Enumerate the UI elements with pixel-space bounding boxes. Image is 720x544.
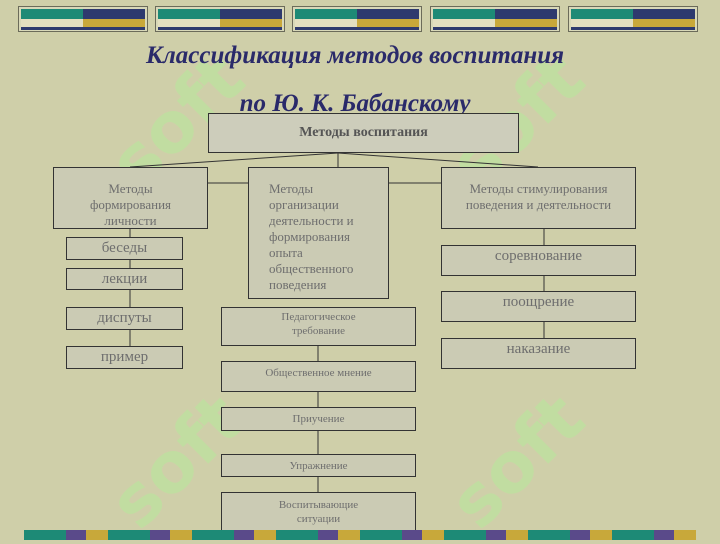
item-pedagogical-requirement: Педагогическое требование xyxy=(221,307,416,346)
stripe-decoration xyxy=(612,530,696,540)
item-encouragement: поощрение xyxy=(441,291,636,322)
stripe-decoration xyxy=(360,530,444,540)
item-debates: диспуты xyxy=(66,307,183,330)
stripe-decoration xyxy=(292,6,422,32)
branch-stimulation: Методы стимулирования поведения и деятел… xyxy=(441,167,636,229)
stripe-decoration xyxy=(568,6,698,32)
item-accustoming: Приучение xyxy=(221,407,416,431)
stripe-decoration xyxy=(430,6,560,32)
stripe-decoration xyxy=(24,530,108,540)
page-subtitle: по Ю. К. Бабанскому xyxy=(239,90,471,117)
stripe-decoration xyxy=(192,530,276,540)
stripe-decoration xyxy=(528,530,612,540)
page-title: Классификация методов воспитания xyxy=(145,42,565,69)
top-decorative-stripes xyxy=(0,0,720,40)
item-public-opinion: Общественное мнение xyxy=(221,361,416,392)
bottom-decorative-stripes xyxy=(0,530,720,540)
item-punishment: наказание xyxy=(441,338,636,369)
item-discussions: беседы xyxy=(66,237,183,260)
stripe-decoration xyxy=(444,530,528,540)
stripe-decoration xyxy=(108,530,192,540)
item-exercise: Упражнение xyxy=(221,454,416,477)
stripe-decoration xyxy=(18,6,148,32)
stripe-decoration xyxy=(276,530,360,540)
item-educational-situations: Воспитывающие ситуации xyxy=(221,492,416,532)
item-lectures: лекции xyxy=(66,268,183,290)
item-competition: соревнование xyxy=(441,245,636,276)
stripe-decoration xyxy=(155,6,285,32)
branch-formation: Методы формирования личности xyxy=(53,167,208,229)
branch-organization: Методы организации деятельности и формир… xyxy=(248,167,389,299)
root-node: Методы воспитания xyxy=(208,113,519,153)
item-example: пример xyxy=(66,346,183,369)
